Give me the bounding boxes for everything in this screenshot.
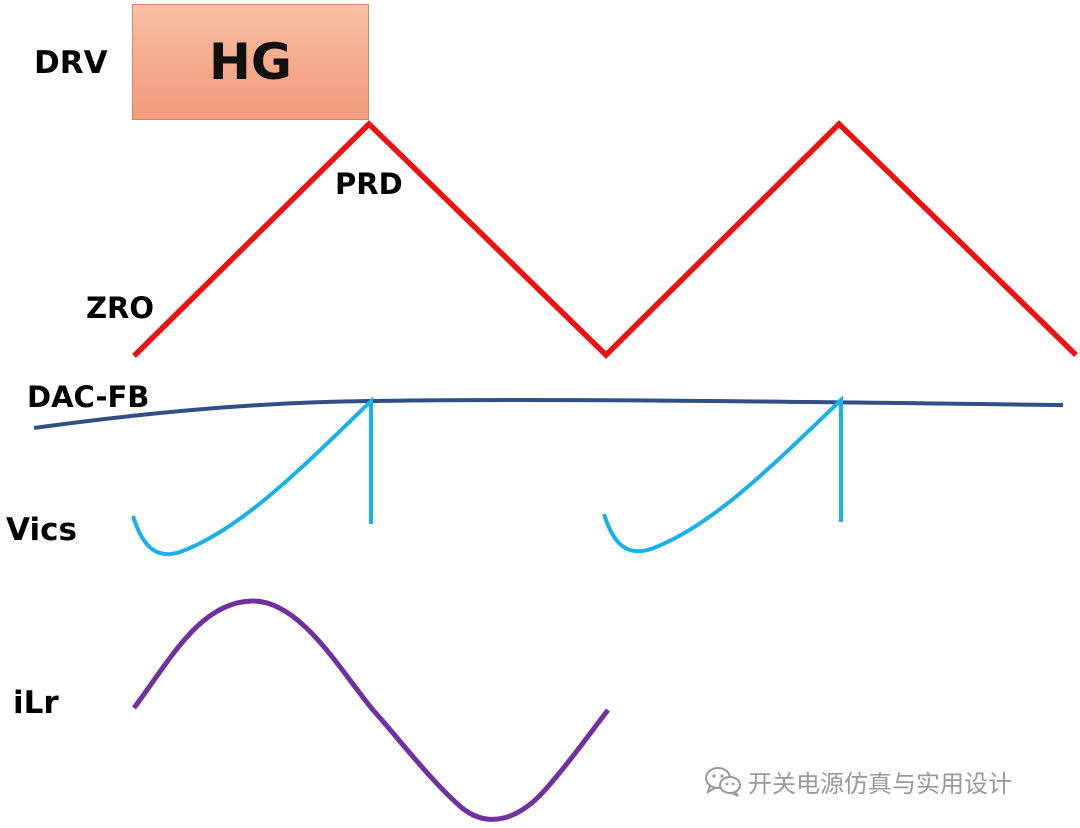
dac-fb-label: DAC-FB	[27, 380, 150, 414]
carrier-triangle-wave	[132, 120, 1078, 359]
zro-label: ZRO	[86, 291, 155, 325]
dac-fb-trace	[33, 397, 1064, 430]
ilr-trace	[131, 598, 610, 822]
vics-trace-cycle-2	[602, 395, 843, 554]
prd-label: PRD	[335, 167, 403, 201]
wechat-icon	[705, 767, 741, 797]
vics-label: Vics	[6, 512, 77, 548]
watermark: 开关电源仿真与实用设计	[704, 764, 1012, 798]
ilr-label: iLr	[13, 685, 59, 721]
hg-label: HG	[209, 33, 292, 91]
hg-drive-pulse: HG	[132, 4, 369, 120]
watermark-text: 开关电源仿真与实用设计	[748, 769, 1012, 798]
vics-trace-cycle-1	[131, 396, 373, 557]
drv-label: DRV	[34, 45, 108, 81]
